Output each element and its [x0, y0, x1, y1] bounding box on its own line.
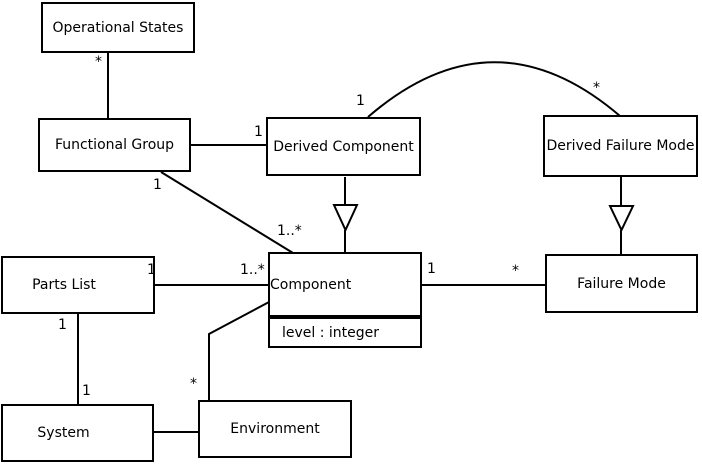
edge-component-environment	[208, 301, 270, 400]
mult-arc-derived-failure-mode-end: *	[593, 80, 600, 96]
node-failure-mode[interactable]: Failure Mode	[545, 254, 698, 313]
mult-parts-list-end-right: 1	[147, 262, 156, 278]
node-component-attribute[interactable]: level : integer	[268, 317, 422, 348]
generalization-triangle-failure-mode	[608, 205, 635, 233]
mult-component-end-right: 1	[427, 261, 436, 277]
edge-arc-derived-component-derived-failure-mode	[367, 61, 621, 118]
mult-component-end-diagonal: 1..*	[277, 223, 302, 239]
generalization-triangle-component	[332, 204, 359, 233]
node-operational-states[interactable]: Operational States	[41, 2, 195, 53]
node-system[interactable]: System	[1, 404, 154, 462]
mult-environment-end: *	[190, 376, 197, 392]
node-environment[interactable]: Environment	[198, 400, 352, 458]
mult-functional-group-end: 1	[153, 177, 162, 193]
edge-functional-group-component	[160, 171, 294, 254]
node-component[interactable]: Component	[268, 252, 422, 317]
mult-arc-derived-component-end: 1	[356, 93, 365, 109]
mult-failure-mode-end: *	[512, 263, 519, 279]
mult-operational-states-end: *	[95, 54, 102, 70]
node-derived-component[interactable]: Derived Component	[266, 117, 421, 176]
mult-derived-component-end: 1	[254, 124, 263, 140]
mult-component-end-left: 1..*	[240, 262, 265, 278]
node-parts-list[interactable]: Parts List	[1, 256, 155, 314]
mult-system-end: 1	[82, 383, 91, 399]
node-functional-group[interactable]: Functional Group	[38, 118, 191, 172]
node-derived-failure-mode[interactable]: Derived Failure Mode	[543, 115, 698, 177]
mult-parts-list-end-bottom: 1	[58, 317, 67, 333]
